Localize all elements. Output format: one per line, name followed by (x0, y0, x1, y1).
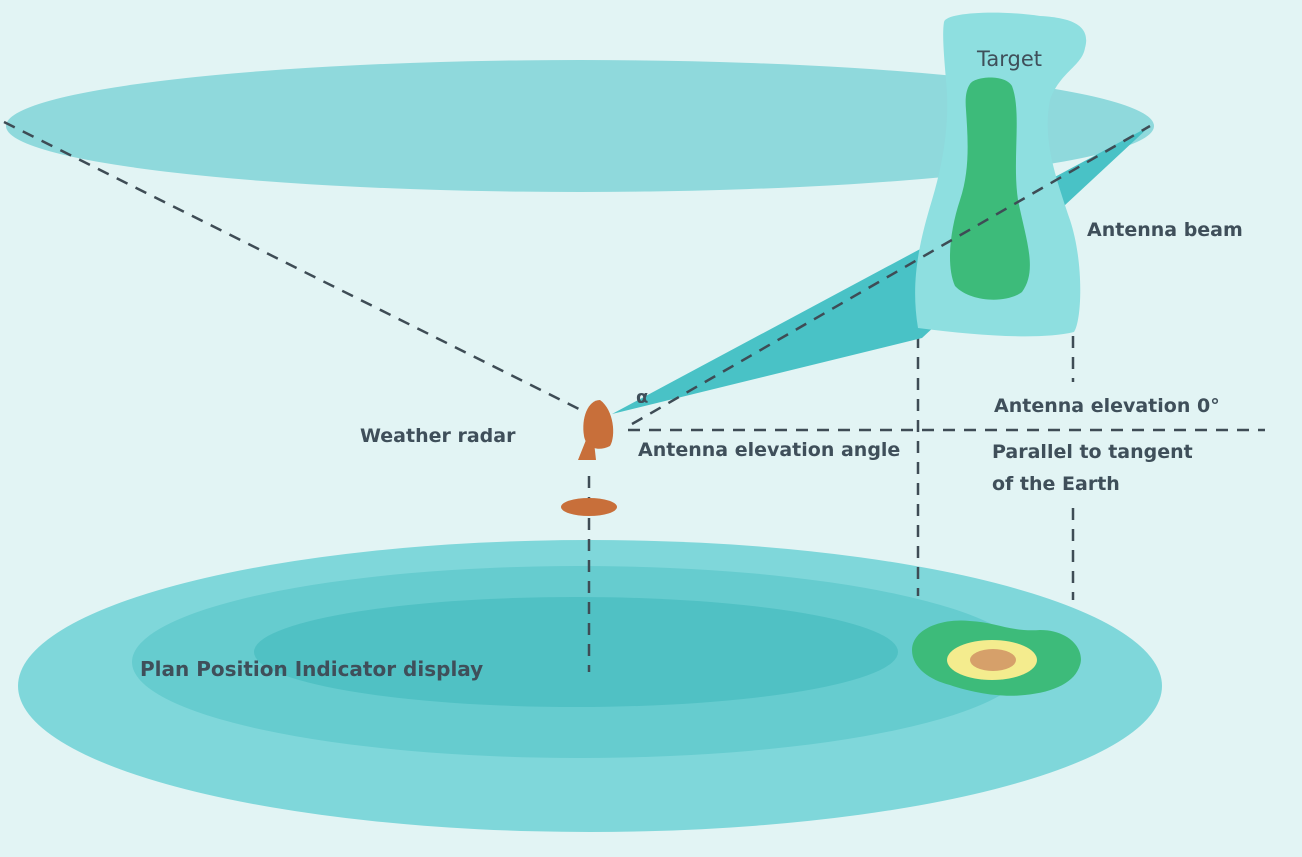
radar-base-plate (561, 498, 617, 516)
ppi-display (18, 540, 1162, 832)
parallel-tangent-label-line1: Parallel to tangent (992, 441, 1193, 463)
target-label: Target (977, 47, 1042, 71)
weather-radar-label: Weather radar (360, 425, 516, 447)
beam-axis-line (631, 124, 1151, 426)
radar-dish (583, 400, 614, 449)
ppi-display-label: Plan Position Indicator display (140, 657, 484, 681)
ppi-inner-ring (254, 597, 898, 707)
antenna-elevation-angle-label: Antenna elevation angle (638, 439, 901, 461)
radar-pedestal (578, 440, 596, 460)
antenna-beam-label: Antenna beam (1087, 219, 1243, 241)
antenna-elevation-zero-label: Antenna elevation 0° (994, 395, 1220, 417)
weather-radar-icon (561, 400, 617, 516)
parallel-tangent-label-line2: of the Earth (992, 473, 1120, 495)
target-core (949, 77, 1030, 300)
echo-core (970, 649, 1016, 671)
reference-lines (3, 120, 1265, 432)
scan-cone-left-line (3, 120, 590, 416)
angle-symbol-label: α (636, 387, 649, 408)
scan-disc (6, 60, 1154, 192)
ppi-echo (912, 620, 1081, 696)
